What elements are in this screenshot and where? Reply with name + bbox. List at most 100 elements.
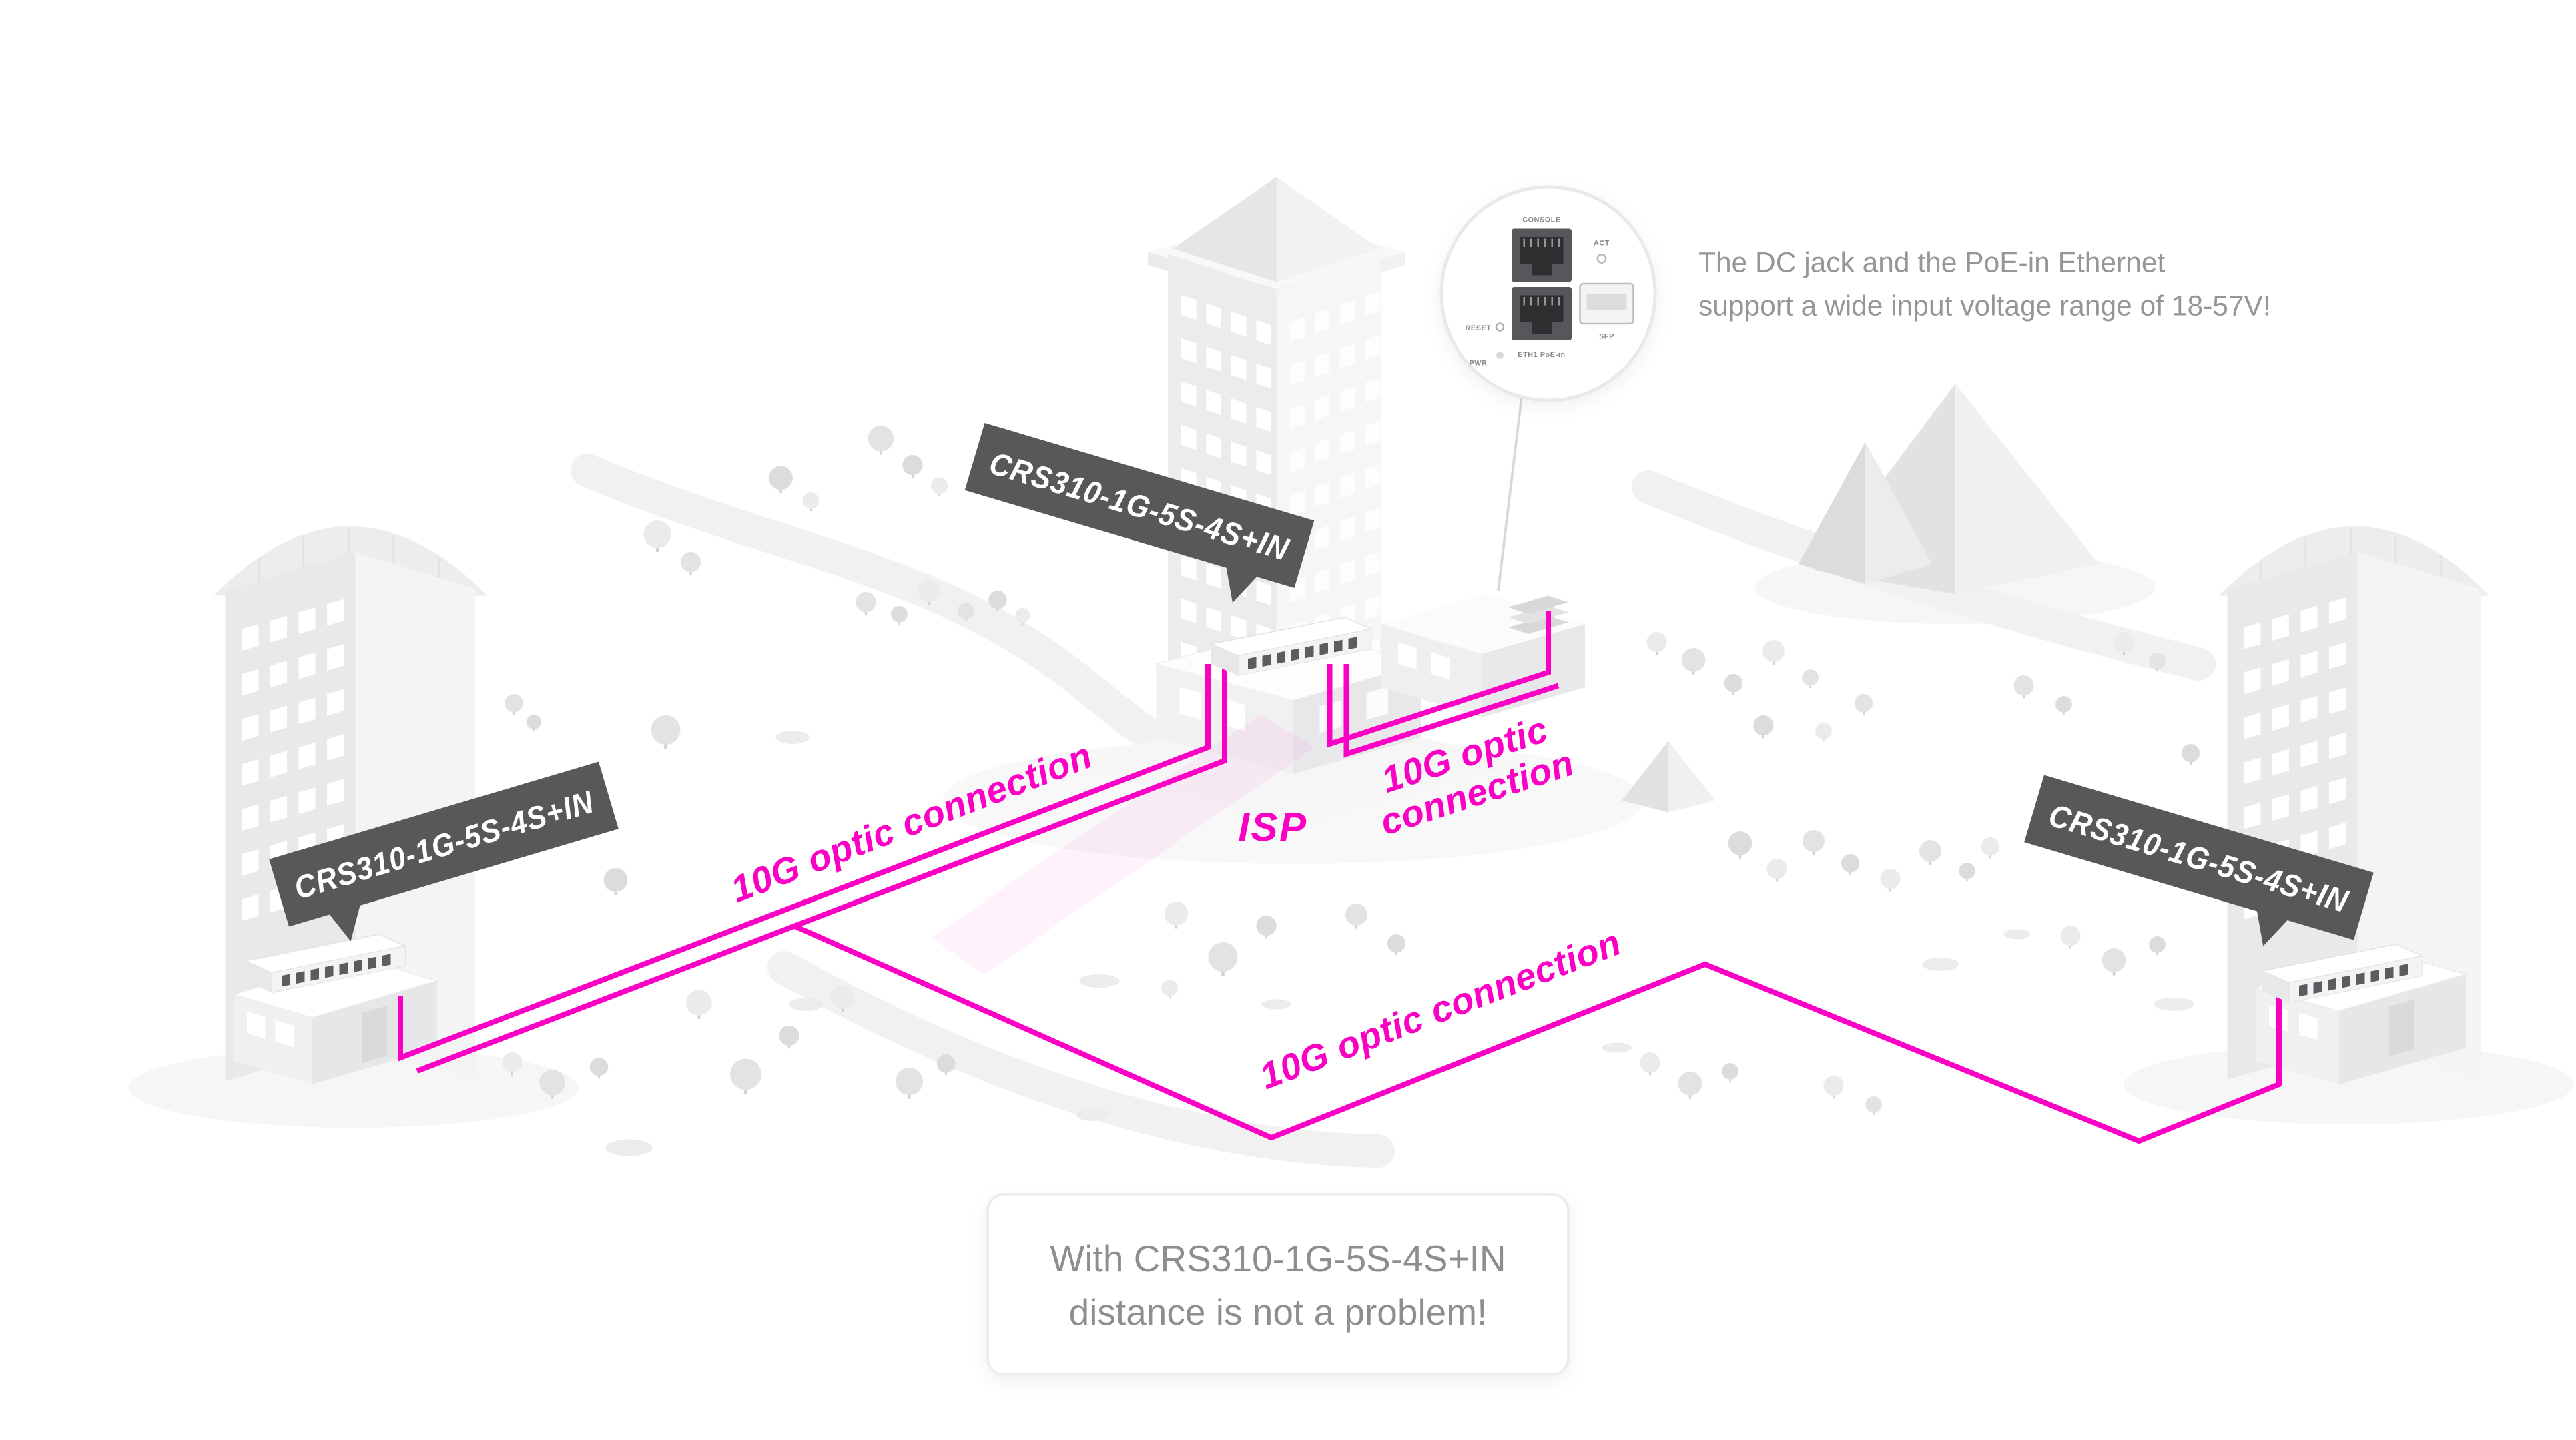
callout-leader-line	[1497, 396, 1523, 591]
window	[2328, 777, 2346, 805]
window	[2244, 757, 2261, 785]
window	[242, 714, 259, 741]
switch-front	[1237, 628, 1372, 677]
window	[2328, 642, 2346, 669]
switch-port	[2327, 978, 2336, 991]
tree	[1766, 859, 1787, 879]
tree	[1015, 608, 1030, 623]
window	[1364, 551, 1380, 577]
tree	[895, 1068, 924, 1096]
switch-port	[1319, 643, 1328, 655]
banner-right-bg	[2024, 775, 2374, 940]
window	[270, 615, 288, 643]
switch-port	[2399, 964, 2408, 977]
window	[327, 779, 344, 806]
tree	[603, 867, 628, 892]
tree	[902, 455, 923, 476]
pyramid-large-right-face	[1955, 384, 2099, 594]
banner-right-pointer	[2256, 909, 2289, 946]
window	[1181, 338, 1197, 364]
tree	[1880, 869, 1901, 889]
tree	[918, 580, 941, 603]
window	[2300, 741, 2318, 768]
window	[1339, 386, 1355, 412]
label-isp: ISP	[1238, 805, 1307, 849]
window	[270, 661, 288, 688]
tree	[1722, 1063, 1738, 1080]
switch-port	[310, 968, 320, 981]
window	[1206, 433, 1222, 459]
tree	[830, 984, 855, 1009]
window	[2300, 785, 2318, 813]
tree	[868, 426, 894, 452]
window	[327, 734, 344, 761]
switch-ports	[282, 954, 391, 987]
switch-port	[382, 954, 391, 967]
switch-port	[2342, 975, 2350, 988]
tree	[1919, 840, 1941, 862]
window	[1364, 291, 1380, 316]
window	[1339, 473, 1355, 498]
window	[2272, 749, 2289, 776]
window	[1181, 598, 1197, 624]
window	[1256, 580, 1272, 606]
port-label-act: ACT	[1594, 240, 1610, 248]
reset-button	[1495, 322, 1505, 332]
window	[1364, 334, 1380, 360]
tree	[2055, 696, 2072, 713]
annex-left-door	[362, 1006, 388, 1064]
tree	[1854, 694, 1873, 713]
footer-note-line2: distance is not a problem!	[1069, 1291, 1488, 1333]
window	[1181, 424, 1197, 450]
footer-note-box: With CRS310-1G-5S-4S+IN distance is not …	[986, 1193, 1570, 1376]
isp-annex-equipment-stack	[1508, 595, 1568, 634]
building-left	[214, 526, 487, 1084]
window	[298, 607, 316, 635]
tree	[686, 990, 712, 1016]
trees	[502, 426, 2200, 1116]
banner-left-pointer	[328, 904, 361, 942]
tree	[958, 602, 974, 619]
tree	[1753, 715, 1774, 736]
pyramid-mountains	[1622, 384, 2099, 813]
optic-link-to-right-building	[793, 923, 2282, 1144]
switch-port	[368, 956, 377, 970]
window	[1314, 482, 1330, 507]
window	[2272, 794, 2289, 821]
window	[242, 669, 259, 696]
tree	[1841, 854, 1860, 873]
window	[1314, 395, 1330, 420]
switch-port	[325, 965, 334, 978]
window	[298, 652, 316, 679]
window	[1231, 615, 1247, 641]
window	[1289, 317, 1305, 343]
rocks	[605, 731, 2194, 1156]
tree	[1762, 640, 1785, 663]
callout-note-line2: support a wide input voltage range of 18…	[1698, 291, 2271, 322]
building-right	[2219, 526, 2489, 1084]
window	[1289, 490, 1305, 516]
tree	[730, 1058, 761, 1090]
annex-left-windows	[247, 1011, 294, 1048]
switch-port	[1333, 639, 1343, 653]
tree	[680, 552, 701, 573]
tree	[643, 520, 671, 549]
rock	[1602, 1042, 1632, 1053]
tree	[1823, 1076, 1844, 1096]
window	[327, 689, 344, 716]
tree	[931, 477, 948, 494]
switch-port	[1248, 657, 1257, 670]
window	[1206, 390, 1222, 416]
tree	[2149, 936, 2166, 953]
switch-port	[1348, 637, 1357, 650]
tree	[1345, 904, 1367, 926]
tree	[527, 715, 541, 729]
isp-building-side	[1293, 664, 1421, 774]
pyramid-tiny-left-face	[1622, 741, 1668, 813]
act-led	[1596, 253, 1607, 264]
window	[1206, 563, 1222, 589]
banner-center-pointer	[1226, 566, 1259, 603]
window	[1206, 303, 1222, 329]
window	[1314, 525, 1330, 551]
tree	[1387, 934, 1406, 953]
